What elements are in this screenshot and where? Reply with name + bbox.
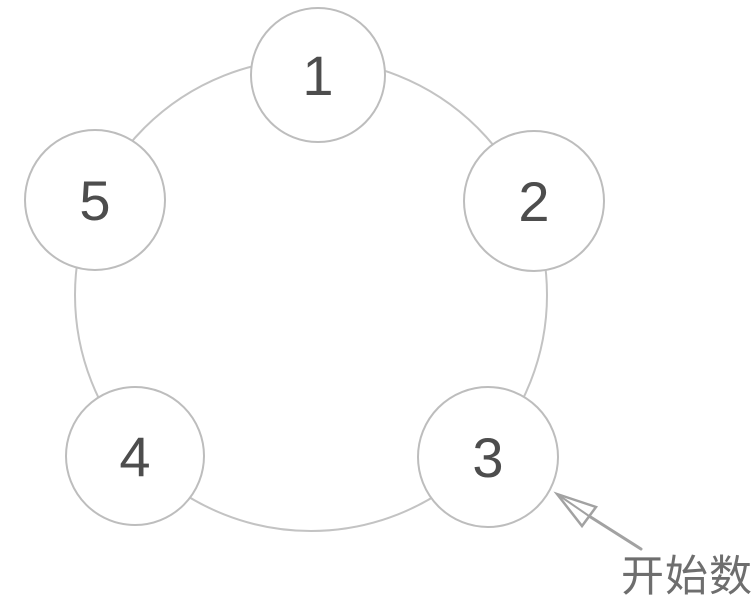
node-1-circle <box>250 7 386 143</box>
node-4-label: 4 <box>119 425 150 488</box>
node-3-circle <box>417 386 559 528</box>
node-1: 1 <box>250 7 386 143</box>
arrow-shaft <box>587 514 643 551</box>
node-2: 2 <box>463 130 605 272</box>
arrowhead-crease <box>556 493 590 517</box>
node-2-label: 2 <box>518 170 549 233</box>
node-5-label: 5 <box>79 169 110 232</box>
node-2-circle <box>463 130 605 272</box>
node-5: 5 <box>24 129 166 271</box>
start-arrow <box>553 491 643 551</box>
node-4-circle <box>65 386 205 526</box>
node-1-label: 1 <box>302 44 333 107</box>
node-4: 4 <box>65 386 205 526</box>
node-5-circle <box>24 129 166 271</box>
arrowhead-icon <box>553 491 599 529</box>
node-3-label: 3 <box>472 426 503 489</box>
start-counting-label: 开始数 <box>621 553 751 601</box>
node-3: 3 <box>417 386 559 528</box>
